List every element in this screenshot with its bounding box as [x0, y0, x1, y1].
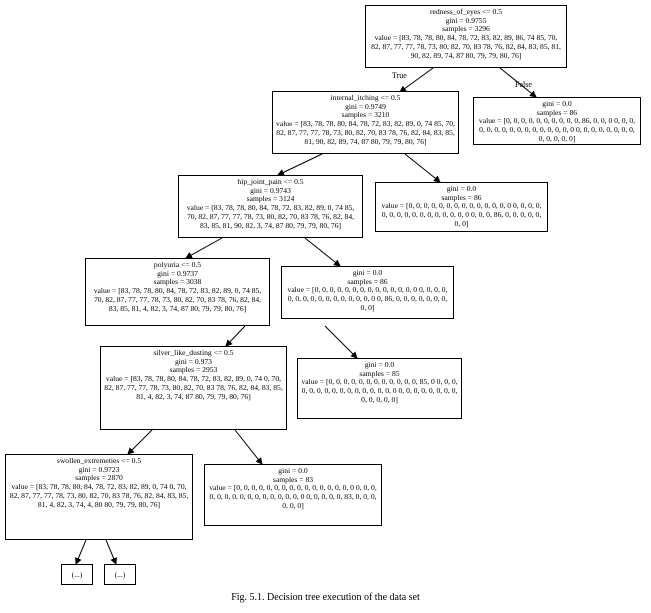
node-value: value = [83, 78, 78, 80, 84, 78, 72, 83,…	[371, 33, 561, 60]
figure-caption: Fig. 5.1. Decision tree execution of the…	[231, 592, 420, 603]
node-line: samples = 2870	[75, 473, 123, 483]
node-line: swollen_extremeties <= 0.5	[56, 456, 142, 465]
edge-label-true: True	[392, 71, 407, 80]
node-line: samples = 86	[536, 107, 578, 117]
node-line: gini = 0.0	[364, 360, 395, 369]
node-line: gini = 0.0	[278, 466, 308, 475]
edge-n5-left	[225, 325, 246, 347]
node-value: value = [0, 0, 0, 0, 0, 0, 0, 0, 0, 0, 0…	[301, 377, 458, 404]
edge-n9-right	[105, 539, 117, 565]
node-line: silver_like_dusting <= 0.5	[153, 348, 234, 357]
node-line: hip_joint_pain <= 0.5	[237, 177, 304, 186]
node-value: value = [83, 78, 78, 80, 84, 78, 72, 83,…	[93, 286, 262, 313]
tree-node-ellipsis-right: (...)	[104, 564, 136, 585]
node-value: value = [83, 78, 78, 80, 84, 78, 72, 83,…	[9, 482, 189, 509]
node-line: samples = 85	[359, 368, 400, 378]
edge-n3-right	[304, 237, 341, 267]
edge-root-right	[499, 67, 537, 98]
node-line: gini = 0.9737	[157, 268, 198, 278]
node-line: polyuria <= 0.5	[153, 260, 202, 269]
node-line: samples = 83	[272, 474, 314, 484]
node-line: gini = 0.9723	[78, 464, 120, 474]
edge-n1-left	[277, 153, 323, 176]
node-line: samples = 3210	[341, 110, 390, 120]
node-line: gini = 0.0	[446, 184, 477, 193]
node-line: internal_itching <= 0.5	[330, 93, 401, 102]
node-line: gini = 0.0	[352, 268, 383, 277]
node-value: value = [83, 78, 78, 80, 84, 78, 72, 83,…	[104, 374, 283, 401]
node-value: value = [0, 0, 0, 0, 0, 0, 0, 0, 0, 0, 8…	[478, 116, 636, 143]
node-value: value = [83, 78, 78, 80, 84, 78, 72, 83,…	[186, 203, 355, 230]
edge-n7-left	[127, 429, 153, 455]
node-line: samples = 86	[441, 192, 482, 202]
edge-n9-left	[75, 539, 87, 565]
node-line: gini = 0.9755	[445, 15, 487, 25]
edge-n1-right	[404, 153, 441, 183]
node-line: samples = 2953	[169, 365, 218, 375]
node-line: (...)	[71, 570, 83, 579]
node-line: redness_of_eyes <= 0.5	[429, 7, 503, 16]
node-line: samples = 3124	[246, 194, 295, 204]
node-line: gini = 0.9749	[345, 101, 386, 111]
node-line: gini = 0.9743	[250, 185, 291, 195]
node-line: samples = 3038	[153, 277, 202, 287]
tree-node-ellipsis-left: (...)	[61, 564, 93, 585]
node-value: value = [0, 0, 0, 0, 0, 0, 0, 0, 0, 0, 0…	[287, 285, 448, 312]
node-line: gini = 0.0	[542, 99, 572, 108]
node-line: (...)	[114, 570, 126, 579]
node-line: gini = 0.973	[175, 356, 212, 366]
edge-root-left	[399, 67, 434, 93]
edge-n3-left	[185, 237, 223, 259]
node-value: value = [0, 0, 0, 0, 0, 0, 0, 0, 0, 0, 0…	[381, 201, 542, 228]
edge-label-false: False	[515, 80, 532, 89]
edge-n5-right	[324, 325, 358, 359]
node-line: samples = 86	[347, 276, 388, 286]
edge-n7-right	[234, 429, 263, 465]
node-value: value = [0, 0, 0, 0, 0, 0, 0, 0, 0, 0, 0…	[209, 483, 377, 510]
node-line: samples = 3296	[442, 24, 490, 34]
node-value: value = [83, 78, 78, 80, 84, 78, 72, 83,…	[276, 119, 455, 146]
